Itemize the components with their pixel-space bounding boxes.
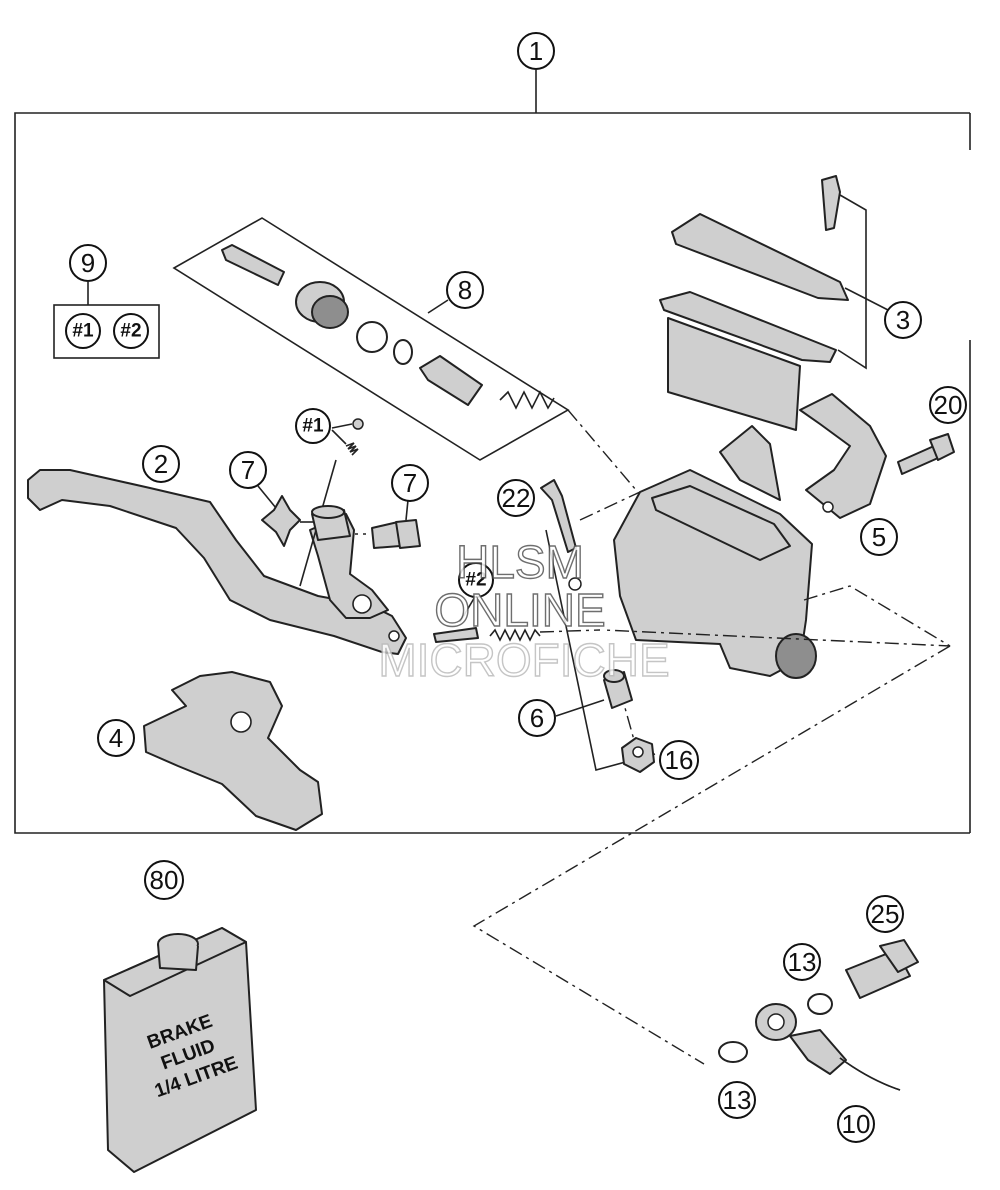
svg-text:ONLINE: ONLINE — [434, 584, 605, 636]
callout-1[interactable]: 1 — [517, 32, 555, 70]
assembly-frame — [14, 70, 971, 834]
adjuster-knob-part-7a[interactable]: 7 — [229, 451, 316, 547]
callout-9-group: 9 #1 #2 — [53, 244, 160, 359]
bolt-part-22[interactable]: 22 — [497, 479, 656, 771]
subgroup-badge-1-parts[interactable]: #1 — [295, 408, 353, 445]
svg-text:#1: #1 — [72, 321, 94, 342]
svg-text:2: 2 — [154, 449, 168, 479]
svg-text:10: 10 — [842, 1109, 871, 1139]
callout-13-upper[interactable]: 13 — [783, 943, 821, 981]
callout-25[interactable]: 25 — [866, 895, 904, 933]
callout-10[interactable]: 10 — [837, 1105, 875, 1143]
subgroup-badge-2-parts[interactable]: #2 — [458, 562, 494, 623]
adjuster-sleeve-part-7b[interactable]: 7 — [371, 464, 429, 549]
svg-text:3: 3 — [896, 305, 910, 335]
svg-text:HLSM: HLSM — [456, 536, 584, 588]
nut-part-16[interactable]: 16 — [621, 737, 699, 780]
bolt-part-20[interactable]: 20 — [897, 386, 967, 475]
svg-text:4: 4 — [109, 723, 123, 753]
reservoir-cover-part-3[interactable]: 3 — [659, 175, 922, 431]
svg-text:1: 1 — [529, 36, 543, 66]
callout-22[interactable]: 22 — [497, 479, 535, 517]
brake-hose-assembly[interactable]: 25 13 13 10 — [718, 895, 919, 1143]
svg-text:6: 6 — [530, 703, 544, 733]
clamp-part-5[interactable]: 5 — [799, 393, 898, 556]
svg-text:5: 5 — [872, 522, 886, 552]
callout-2[interactable]: 2 — [142, 445, 180, 483]
callout-9[interactable]: 9 — [69, 244, 107, 282]
svg-text:7: 7 — [241, 455, 255, 485]
callout-8[interactable]: 8 — [427, 271, 484, 314]
svg-text:8: 8 — [458, 275, 472, 305]
subgroup-badge-2[interactable]: #2 — [113, 313, 149, 349]
svg-text:16: 16 — [665, 745, 694, 775]
subgroup-badge-1[interactable]: #1 — [65, 313, 101, 349]
svg-text:25: 25 — [871, 899, 900, 929]
svg-text:9: 9 — [81, 248, 95, 278]
svg-text:20: 20 — [934, 390, 963, 420]
svg-text:#2: #2 — [120, 321, 141, 342]
callout-6[interactable]: 6 — [518, 699, 605, 737]
svg-text:13: 13 — [788, 947, 817, 977]
callout-5[interactable]: 5 — [860, 518, 898, 556]
watermark: HLSM ONLINE MICROFICHE — [378, 535, 671, 686]
bushing-part-6[interactable]: 6 — [518, 669, 633, 737]
callout-80[interactable]: 80 — [144, 860, 184, 900]
callout-13-lower[interactable]: 13 — [718, 1081, 756, 1119]
callout-7a[interactable]: 7 — [229, 451, 277, 509]
svg-text:#1: #1 — [302, 416, 324, 437]
callout-20[interactable]: 20 — [929, 386, 967, 424]
hand-guard-part-4[interactable]: 4 — [97, 671, 323, 831]
brake-lever-part-2[interactable]: 2 — [27, 445, 407, 655]
svg-text:MICROFICHE: MICROFICHE — [378, 634, 669, 686]
master-cylinder-body[interactable] — [568, 425, 817, 679]
callout-3[interactable]: 3 — [844, 287, 922, 339]
svg-text:22: 22 — [502, 483, 531, 513]
svg-text:13: 13 — [723, 1085, 752, 1115]
svg-text:#2: #2 — [465, 570, 486, 591]
piston-kit-part-8[interactable]: 8 — [172, 217, 570, 461]
adjuster-pin-spring[interactable]: #2 — [433, 562, 541, 643]
callout-7b[interactable]: 7 — [391, 464, 429, 521]
callout-16[interactable]: 16 — [659, 740, 699, 780]
svg-text:7: 7 — [403, 468, 417, 498]
svg-text:80: 80 — [150, 865, 179, 895]
lever-pivot-bushing[interactable] — [311, 505, 351, 541]
callout-4[interactable]: 4 — [97, 719, 135, 757]
brake-fluid-can-part-80[interactable]: BRAKE FLUID 1/4 LITRE 80 — [103, 860, 257, 1173]
